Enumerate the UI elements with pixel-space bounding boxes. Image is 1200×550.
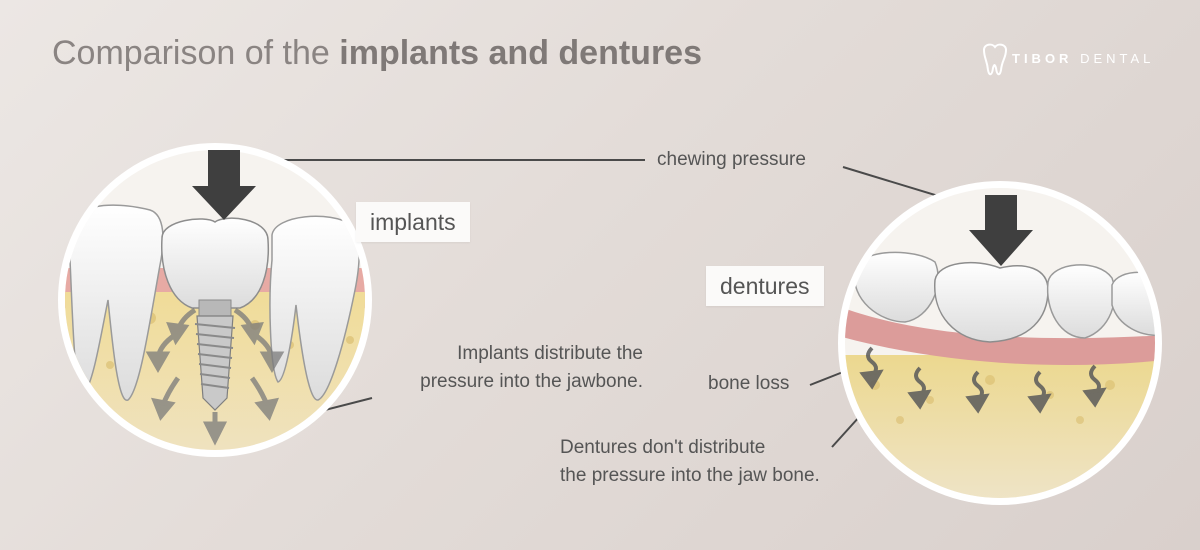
page-title: Comparison of the implants and dentures	[52, 34, 702, 73]
chewing-pressure-arrow-implant	[192, 150, 256, 220]
pressure-distribution-arrows	[145, 307, 285, 446]
implant-crown	[161, 217, 270, 309]
brand-name-rest: DENTAL	[1072, 51, 1155, 66]
title-prefix: Comparison of the	[52, 34, 340, 72]
denture-base	[845, 305, 1155, 365]
dentures-caption-line2: the pressure into the jaw bone.	[560, 465, 820, 486]
chewing-pressure-arrow-denture	[969, 195, 1033, 266]
bone-loss-arrows	[859, 346, 1107, 414]
dentures-tag: dentures	[706, 266, 824, 306]
dentures-caption-line1: Dentures don't distribute	[560, 437, 766, 458]
chewing-pressure-label: chewing pressure	[657, 149, 806, 170]
denture-tooth-right	[1046, 264, 1116, 339]
implant-screw	[194, 315, 236, 411]
denture-tooth-left	[853, 251, 939, 323]
denture-jawbone	[845, 355, 1155, 498]
title-bold: implants and dentures	[339, 34, 702, 72]
bone-loss-leader	[809, 371, 844, 386]
implants-caption-line2: pressure into the jawbone.	[420, 371, 643, 392]
dentures-caption: Dentures don't distribute the pressure i…	[560, 434, 820, 490]
brand-logo[interactable]: TIBOR DENTAL	[978, 40, 1158, 80]
denture-illustration	[838, 181, 1162, 505]
brand-name: TIBOR DENTAL	[1012, 51, 1154, 66]
implants-tag: implants	[356, 202, 470, 242]
implants-caption-line1: Implants distribute the	[457, 343, 643, 364]
bone-loss-label: bone loss	[708, 373, 790, 394]
tooth-logo-icon	[982, 43, 1008, 76]
brand-name-bold: TIBOR	[1012, 51, 1073, 66]
implant-illustration	[58, 143, 372, 457]
implants-caption: Implants distribute the pressure into th…	[360, 340, 643, 396]
